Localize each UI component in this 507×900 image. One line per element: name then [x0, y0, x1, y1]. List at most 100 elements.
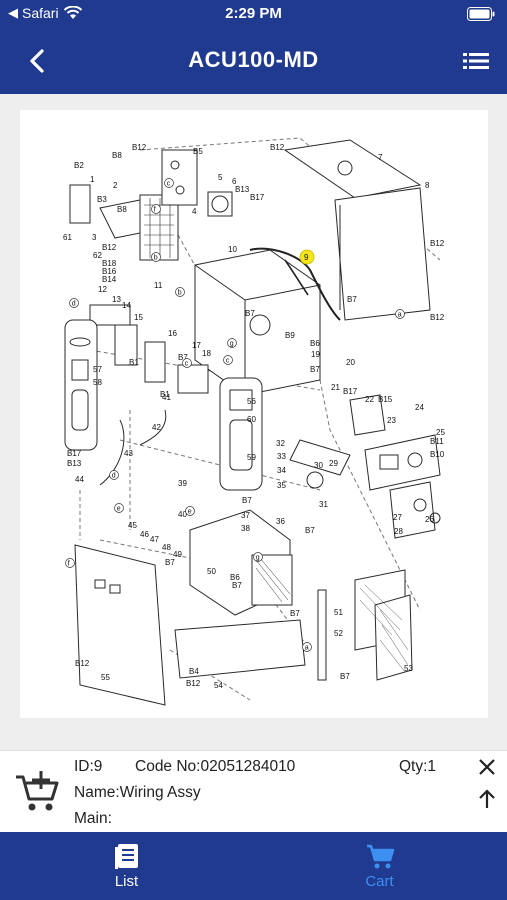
part-label-10[interactable]: 10	[228, 245, 237, 254]
add-to-cart-button[interactable]	[14, 769, 60, 813]
part-label-51[interactable]: 51	[334, 608, 343, 617]
ref-label-b12[interactable]: B12	[102, 243, 117, 252]
part-label-52[interactable]: 52	[334, 629, 343, 638]
part-label-57[interactable]: 57	[93, 365, 102, 374]
ref-label-b7[interactable]: B7	[347, 295, 357, 304]
part-label-4[interactable]: 4	[192, 207, 197, 216]
ref-label-b10[interactable]: B10	[430, 450, 445, 459]
ref-label-b7[interactable]: B7	[310, 365, 320, 374]
part-label-8[interactable]: 8	[425, 181, 430, 190]
part-label-13[interactable]: 13	[112, 295, 121, 304]
part-label-29[interactable]: 29	[329, 459, 338, 468]
part-label-19[interactable]: 19	[311, 350, 320, 359]
part-label-30[interactable]: 30	[314, 461, 323, 470]
part-label-18[interactable]: 18	[202, 349, 211, 358]
part-label-32[interactable]: 32	[276, 439, 285, 448]
part-label-34[interactable]: 34	[277, 466, 286, 475]
part-label-49[interactable]: 49	[173, 550, 182, 559]
part-label-56[interactable]: 56	[247, 397, 256, 406]
ref-label-b12[interactable]: B12	[186, 679, 201, 688]
part-label-43[interactable]: 43	[124, 449, 133, 458]
part-label-12[interactable]: 12	[98, 285, 107, 294]
part-label-20[interactable]: 20	[346, 358, 355, 367]
ref-label-b12[interactable]: B12	[430, 239, 445, 248]
part-label-22[interactable]: 22	[365, 395, 374, 404]
part-label-50[interactable]: 50	[207, 567, 216, 576]
part-label-24[interactable]: 24	[415, 403, 424, 412]
ref-label-b17[interactable]: B17	[67, 449, 82, 458]
part-label-23[interactable]: 23	[387, 416, 396, 425]
part-label-15[interactable]: 15	[134, 313, 143, 322]
part-label-11[interactable]: 11	[154, 281, 163, 290]
part-label-60[interactable]: 60	[247, 415, 256, 424]
part-label-6[interactable]: 6	[232, 177, 237, 186]
ref-label-b12[interactable]: B12	[430, 313, 445, 322]
ref-label-b7[interactable]: B7	[242, 496, 252, 505]
part-label-59[interactable]: 59	[247, 453, 256, 462]
part-label-1[interactable]: 1	[90, 175, 95, 184]
back-button[interactable]	[22, 46, 52, 76]
ref-label-b17[interactable]: B17	[250, 193, 265, 202]
part-label-48[interactable]: 48	[162, 543, 171, 552]
ref-label-b12[interactable]: B12	[270, 143, 285, 152]
part-label-41[interactable]: 41	[162, 393, 171, 402]
part-label-27[interactable]: 27	[393, 513, 402, 522]
part-label-21[interactable]: 21	[331, 383, 340, 392]
ref-label-b3[interactable]: B3	[97, 195, 107, 204]
parts-diagram-svg[interactable]: 1234567891011121314151617181920212223242…	[20, 110, 488, 718]
tab-cart[interactable]: Cart	[253, 832, 506, 900]
part-label-38[interactable]: 38	[241, 524, 250, 533]
tab-list[interactable]: List	[0, 832, 253, 900]
part-label-54[interactable]: 54	[214, 681, 223, 690]
part-label-36[interactable]: 36	[276, 517, 285, 526]
part-label-42[interactable]: 42	[152, 423, 161, 432]
ref-label-b17[interactable]: B17	[343, 387, 358, 396]
part-label-40[interactable]: 40	[178, 510, 187, 519]
ref-label-b11[interactable]: B11	[430, 437, 444, 446]
part-label-37[interactable]: 37	[241, 511, 250, 520]
part-label-55[interactable]: 55	[101, 673, 110, 682]
ref-label-b13[interactable]: B13	[67, 459, 82, 468]
ref-label-b5[interactable]: B5	[193, 147, 203, 156]
ref-label-b7[interactable]: B7	[178, 353, 188, 362]
ref-label-b8[interactable]: B8	[112, 151, 122, 160]
part-label-5[interactable]: 5	[218, 173, 223, 182]
part-label-58[interactable]: 58	[93, 378, 102, 387]
menu-button[interactable]	[463, 49, 489, 73]
ref-label-b8[interactable]: B8	[117, 205, 127, 214]
part-label-62[interactable]: 62	[93, 251, 102, 260]
part-label-7[interactable]: 7	[378, 153, 383, 162]
ref-label-b12[interactable]: B12	[75, 659, 90, 668]
ref-label-b7[interactable]: B7	[232, 581, 242, 590]
ref-label-b1[interactable]: B1	[160, 390, 170, 399]
ref-label-b14[interactable]: B14	[102, 275, 117, 284]
ref-label-b18[interactable]: B18	[102, 259, 117, 268]
part-label-45[interactable]: 45	[128, 521, 137, 530]
ref-label-b7[interactable]: B7	[165, 558, 175, 567]
ref-label-b9[interactable]: B9	[285, 331, 295, 340]
ref-label-b4[interactable]: B4	[189, 667, 199, 676]
part-label-3[interactable]: 3	[92, 233, 97, 242]
part-label-14[interactable]: 14	[122, 301, 131, 310]
part-label-9[interactable]: 9	[304, 253, 309, 262]
expand-detail-button[interactable]	[475, 787, 499, 811]
ref-label-b6[interactable]: B6	[230, 573, 240, 582]
part-label-61[interactable]: 61	[63, 233, 72, 242]
part-label-2[interactable]: 2	[113, 181, 118, 190]
ref-label-b2[interactable]: B2	[74, 161, 84, 170]
ref-label-b12[interactable]: B12	[132, 143, 147, 152]
close-detail-button[interactable]	[475, 755, 499, 779]
part-label-28[interactable]: 28	[394, 527, 403, 536]
ref-label-b13[interactable]: B13	[235, 185, 250, 194]
ref-label-b6[interactable]: B6	[310, 339, 320, 348]
part-label-47[interactable]: 47	[150, 535, 159, 544]
part-label-33[interactable]: 33	[277, 452, 286, 461]
ref-label-b7[interactable]: B7	[340, 672, 350, 681]
part-label-16[interactable]: 16	[168, 329, 177, 338]
back-to-app-chevron[interactable]: ◀	[8, 5, 18, 20]
ref-label-b1[interactable]: B1	[129, 358, 139, 367]
part-label-53[interactable]: 53	[404, 664, 413, 673]
ref-label-b15[interactable]: B15	[378, 395, 393, 404]
part-label-25[interactable]: 25	[436, 428, 445, 437]
